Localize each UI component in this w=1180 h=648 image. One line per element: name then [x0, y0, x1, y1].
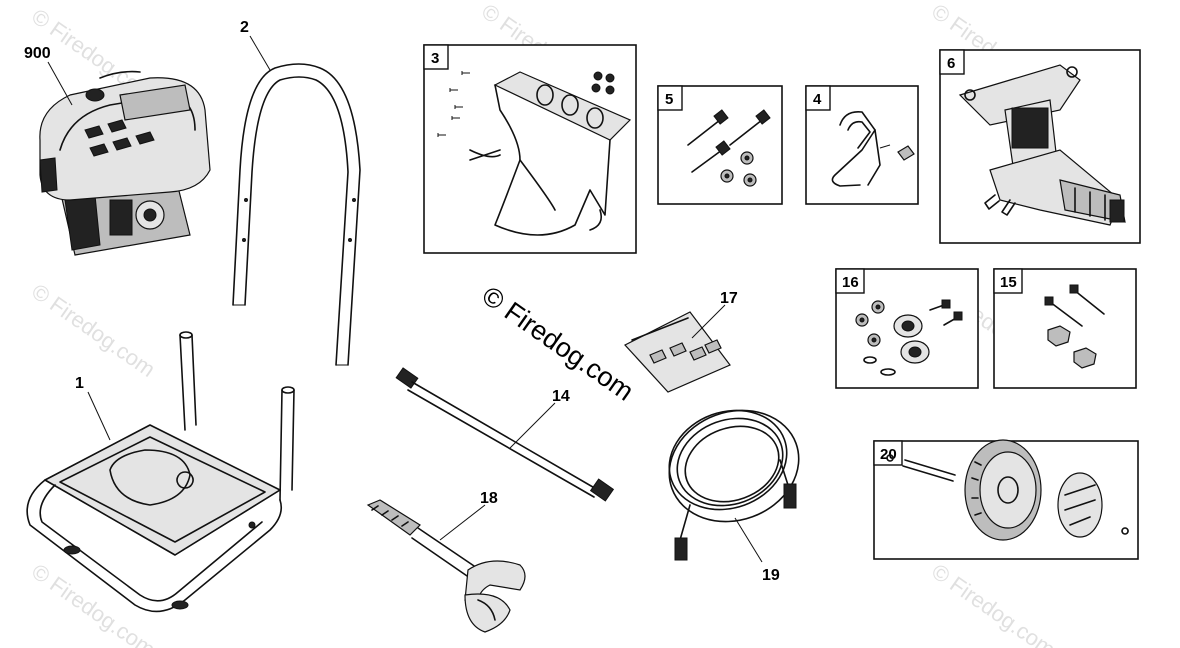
leader-line: [249, 35, 271, 71]
hose-part[interactable]: [654, 393, 815, 561]
wheel-kit-small-part[interactable]: [855, 299, 963, 376]
watermark: © Firedog.com: [27, 279, 160, 382]
box-tag: [657, 85, 683, 111]
leader-line: [439, 504, 486, 541]
part-label-17[interactable]: 17: [720, 290, 738, 307]
frame-part[interactable]: [26, 331, 295, 613]
watermark: © Firedog.com: [927, 559, 1060, 648]
gun-holder-part[interactable]: [831, 110, 915, 187]
console-part[interactable]: [469, 71, 632, 236]
watermark: © Firedog.com: [27, 559, 160, 648]
part-label-15[interactable]: 15: [1000, 274, 1017, 291]
part-label-900[interactable]: 900: [24, 45, 51, 62]
pump-part[interactable]: [958, 64, 1126, 226]
box-tag: [993, 268, 1023, 294]
leader-line: [734, 517, 763, 563]
part-label-16[interactable]: 16: [842, 274, 859, 291]
box-tag: [939, 49, 965, 75]
box-tag: [835, 268, 865, 294]
part-label-6[interactable]: 6: [947, 55, 955, 72]
part-label-3[interactable]: 3: [431, 50, 439, 67]
part-label-19[interactable]: 19: [762, 567, 780, 584]
part-label-14[interactable]: 14: [552, 388, 570, 405]
bolt-kit-part[interactable]: [1044, 284, 1105, 369]
wand-part[interactable]: [395, 367, 615, 502]
handle-part[interactable]: [232, 63, 361, 366]
box-tag: [805, 85, 831, 111]
nozzle-bag-part[interactable]: [624, 311, 731, 393]
part-label-2[interactable]: 2: [240, 19, 249, 36]
spray-gun-part[interactable]: [366, 499, 526, 633]
bolts-part[interactable]: [687, 109, 771, 187]
leader-line: [509, 402, 556, 449]
part-label-18[interactable]: 18: [480, 490, 498, 507]
part-label-5[interactable]: 5: [665, 91, 673, 108]
wheel-kit-part[interactable]: [886, 439, 1129, 541]
part-label-4[interactable]: 4: [813, 91, 822, 108]
box-tag: [423, 44, 449, 70]
part-label-1[interactable]: 1: [75, 375, 84, 392]
leader-line: [47, 61, 73, 106]
engine-part[interactable]: [39, 70, 211, 256]
leader-line: [87, 391, 111, 441]
console-screws: [437, 71, 615, 137]
leader-line: [691, 304, 726, 339]
